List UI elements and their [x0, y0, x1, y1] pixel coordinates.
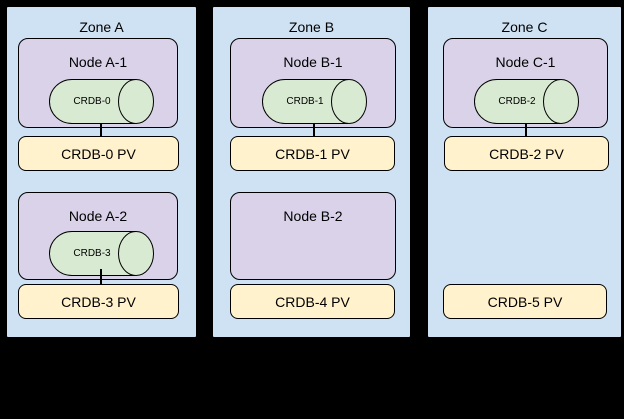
- cylinder-shape: [49, 79, 154, 124]
- database-cylinder-icon: CRDB-1: [262, 79, 367, 124]
- zone-a-label: Zone A: [79, 19, 124, 35]
- pv-crdb-1-label: CRDB-1 PV: [275, 145, 350, 162]
- database-cylinder-icon: CRDB-0: [49, 79, 154, 124]
- pv-crdb-5: CRDB-5 PV: [443, 284, 607, 319]
- node-b-1: Node B-1 CRDB-1: [230, 38, 396, 128]
- pod-crdb-1-label: CRDB-1: [286, 96, 324, 107]
- pod-crdb-2-label: CRDB-2: [498, 96, 536, 107]
- node-a-2-label: Node A-2: [68, 208, 128, 224]
- pod-pv-connector-line: [100, 269, 102, 284]
- pv-crdb-1: CRDB-1 PV: [230, 136, 395, 171]
- pod-crdb-0-label: CRDB-0: [73, 96, 111, 107]
- pod-pv-connector-line: [313, 123, 315, 136]
- pv-crdb-5-label: CRDB-5 PV: [487, 293, 563, 310]
- pv-crdb-4: CRDB-4 PV: [230, 284, 395, 319]
- node-a-1: Node A-1 CRDB-0: [18, 38, 178, 128]
- database-cylinder-icon: CRDB-2: [474, 79, 579, 124]
- cylinder-shape: [49, 231, 154, 276]
- pod-pv-connector-line: [525, 123, 527, 136]
- node-c-1-label: Node C-1: [495, 54, 556, 70]
- zone-c-label: Zone C: [501, 19, 548, 35]
- node-a-2: Node A-2 CRDB-3: [18, 192, 178, 280]
- cylinder-shape: [474, 79, 579, 124]
- zone-b: Zone B Node B-1 CRDB-1 CRDB-1 PV Node B-…: [212, 6, 411, 338]
- node-b-2-label: Node B-2: [283, 208, 343, 224]
- pv-crdb-4-label: CRDB-4 PV: [275, 293, 350, 310]
- pod-crdb-3-label: CRDB-3: [73, 248, 111, 259]
- pv-crdb-3: CRDB-3 PV: [18, 284, 179, 319]
- pv-crdb-2-label: CRDB-2 PV: [489, 145, 564, 162]
- zone-c: Zone C Node C-1 CRDB-2 CRDB-2 PV CRDB-5 …: [427, 6, 622, 338]
- node-a-1-label: Node A-1: [68, 54, 128, 70]
- pv-crdb-3-label: CRDB-3 PV: [61, 293, 136, 310]
- node-c-1: Node C-1 CRDB-2: [443, 38, 608, 128]
- pv-crdb-0: CRDB-0 PV: [18, 136, 179, 171]
- cylinder-shape: [262, 79, 367, 124]
- database-cylinder-icon: CRDB-3: [49, 231, 154, 276]
- pv-crdb-0-label: CRDB-0 PV: [61, 145, 136, 162]
- pv-crdb-2: CRDB-2 PV: [444, 136, 609, 171]
- zone-b-label: Zone B: [288, 19, 335, 35]
- node-b-2: Node B-2: [230, 192, 396, 280]
- node-b-1-label: Node B-1: [283, 54, 343, 70]
- zone-a: Zone A Node A-1 CRDB-0 CRDB-0 PV Node A-…: [6, 6, 197, 338]
- pod-pv-connector-line: [100, 123, 102, 136]
